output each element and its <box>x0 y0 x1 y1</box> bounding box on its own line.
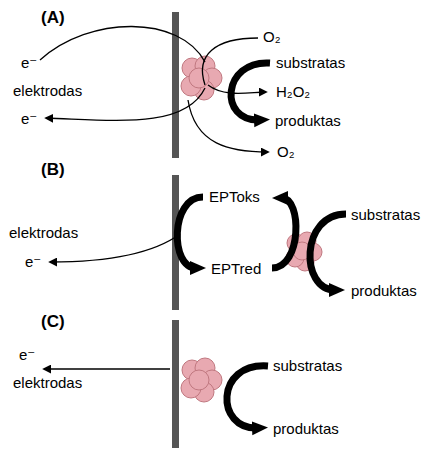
label-text: produktas <box>272 420 340 437</box>
label-text: substratas <box>272 357 343 374</box>
electrode-label: elektrodas <box>12 374 83 391</box>
electron-arrow <box>44 368 170 369</box>
enzyme-blob <box>181 358 222 402</box>
substrate-label: substratas <box>275 54 346 71</box>
label-text: e⁻ <box>18 346 36 363</box>
label-text: (C) <box>40 312 66 331</box>
chemical-label: H₂O₂ <box>275 83 311 100</box>
electron-label: e⁻ <box>20 110 38 127</box>
substrate-label: substratas <box>350 206 421 223</box>
mediator-label: EPToks <box>208 188 261 205</box>
label-text: e⁻ <box>20 110 38 127</box>
substrate-arrow <box>231 63 270 120</box>
substrate-label: substratas <box>272 357 343 374</box>
label-text: (B) <box>40 160 66 179</box>
electrode-label: elektrodas <box>8 224 79 241</box>
product-label: produktas <box>350 282 418 299</box>
panel-label: (A) <box>40 8 66 28</box>
electron-label: e⁻ <box>18 346 36 363</box>
label-text: elektrodas <box>12 374 83 391</box>
oxygen-arrow <box>188 100 268 152</box>
label-text: e⁻ <box>20 54 38 71</box>
label-text: elektrodas <box>12 82 83 99</box>
mediator-label: EPTred <box>210 260 262 277</box>
label-text: e⁻ <box>24 253 42 270</box>
oxygen-path <box>202 38 258 85</box>
label-text: produktas <box>350 282 418 299</box>
panel-label: (C) <box>40 312 66 332</box>
substrate-arrow <box>310 214 346 290</box>
product-label: produktas <box>272 420 340 437</box>
label-text: substratas <box>350 206 421 223</box>
chemical-label: O₂ <box>262 28 282 45</box>
electrode-bar <box>172 320 179 448</box>
substrate-arrow <box>227 366 268 428</box>
chemical-label: O₂ <box>276 143 296 160</box>
label-text: O₂ <box>262 28 282 45</box>
panel-label: (B) <box>40 160 66 180</box>
label-text: produktas <box>274 112 342 129</box>
electrode-label: elektrodas <box>12 82 83 99</box>
mediator-arrow <box>272 198 296 268</box>
label-text: H₂O₂ <box>275 83 311 100</box>
peroxide-arrow <box>208 85 266 93</box>
label-text: (A) <box>40 8 66 27</box>
product-label: produktas <box>274 112 342 129</box>
label-text: EPToks <box>208 188 261 205</box>
electron-path <box>40 26 205 62</box>
electron-label: e⁻ <box>24 253 42 270</box>
label-text: elektrodas <box>8 224 79 241</box>
reaction-arrows <box>50 197 346 290</box>
label-text: O₂ <box>276 143 296 160</box>
mediator-arrow <box>177 197 203 268</box>
label-text: substratas <box>275 54 346 71</box>
label-text: EPTred <box>210 260 262 277</box>
electron-label: e⁻ <box>20 54 38 71</box>
